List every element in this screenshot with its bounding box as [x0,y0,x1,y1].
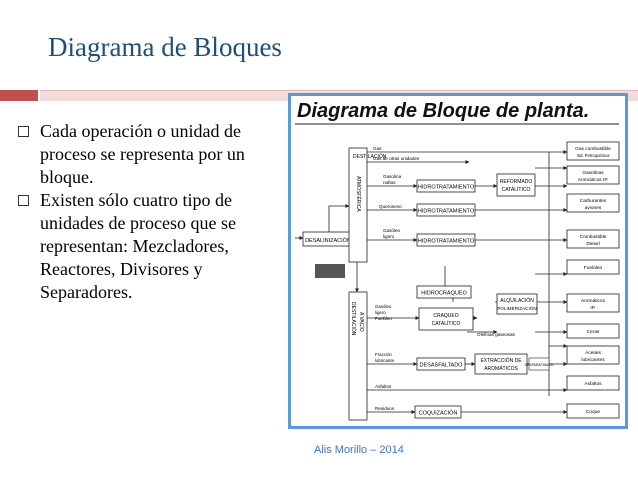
extraccion-label-2: AROMÁTICOS [484,365,518,372]
product-ceras: Ceras [587,329,600,335]
figure-title: Diagrama de Bloque de planta. [297,100,590,122]
bullet-text: Cada operación o unidad de proceso se re… [40,121,245,187]
product-box-asfaltos [566,375,620,391]
product-box-gasolinas [566,165,620,185]
slide-title: Diagrama de Bloques [48,32,282,62]
hidrotratamiento-block-1 [416,179,476,193]
extraccion-label-1: EXTRACCIÓN DE [480,357,522,364]
square-bullet-icon [18,195,29,206]
product-gas-2: Ind. Petroquímica [577,153,610,158]
stream-gas: Gas [373,146,382,151]
dest-atm-label: DESTILACIÓN [353,153,387,160]
product-box-diesel [566,229,620,249]
bullet-list: Cada operación o unidad de proceso se re… [16,120,288,304]
stream-gasolina-1: Gasolina [383,174,402,179]
dark-block [315,264,345,278]
stream-queroseno: Queroseno [379,204,402,209]
desparafinado-label: DESPARAFINADO [525,363,554,367]
stream-gasoleo-pesado-1: Gasóleo [375,304,392,309]
desalinizacion-label: DESALINIZACIÓN [305,237,351,244]
stream-gasoleo-pesado-3: Fuelóleo [375,316,392,321]
stream-gasoleo-2: ligero [383,234,395,239]
product-gasolinas-2: Aromáticos IP. [578,177,609,183]
stream-residuos: Residuos [375,406,395,411]
stream-olefinas: Olefinas gaseosas [477,332,515,337]
stream-gasoleo-1: Gasóleo [383,228,401,233]
product-gasolinas-1: Gasolinas [582,170,604,176]
square-bullet-icon [18,126,29,137]
product-coque: Coque [586,409,600,415]
slide-footer: Alis Morillo – 2014 [314,444,404,456]
product-carburantes-1: Carburantes [580,198,607,204]
dest-atm-label-2: ATMOSFÉRICA [355,176,362,212]
product-diesel-2: Diesel [586,241,599,247]
product-asfaltos: Asfaltos [584,381,602,387]
extraccion-block [474,353,528,375]
reformado-label-2: CATALÍTICO [502,186,531,193]
product-box-gas [566,141,620,161]
hidrotratamiento-block-3 [416,233,476,247]
stream-asfaltos: Asfaltos [375,384,392,389]
coquizacion-block [414,405,462,419]
stream-gasolina-2: naftas [383,180,396,185]
hidrotratamiento-label-3: HIDROTRATAMIENTO [418,239,475,245]
desasfaltado-label: DESASFALTADO [420,363,464,369]
craqueo-label-1: CRAQUEO [433,313,458,319]
product-gas-1: Gas combustible [575,146,611,152]
reformado-label-1: REFORMADO [500,179,533,185]
product-aromaticos-2: IP. [590,305,595,311]
craqueo-label-2: CATALÍTICO [432,320,461,327]
stream-fraccion-2: lubricante [375,358,395,363]
atmospheric-column [348,147,368,263]
title-rule-accent [0,90,38,101]
reformado-block [496,173,536,197]
product-aceites-2: lubricantes [581,357,605,363]
desparafinado-block [528,357,550,371]
desasfaltado-block [416,357,466,371]
product-aceites-1: Aceites [585,350,601,356]
hidrotratamiento-label-2: HIDROTRATAMIENTO [418,209,475,215]
dest-vac-label: DESTILACIÓN [350,302,357,336]
alquilacion-label-2: POLIMERIZACIÓN [497,305,536,311]
block-diagram: DESALINIZACIÓN DESTILACIÓN ATMOSFÉRICA D… [295,123,620,421]
stream-gasoleo-pesado-2: ligero [375,310,386,315]
product-diesel-1: Combustible [580,234,607,240]
product-aromaticos-1: Aromáticos [581,298,606,304]
product-box-aromaticos [566,293,620,313]
bullet-item: Existen sólo cuatro tipo de unidades de … [16,189,288,304]
stream-gas-unidades: Gas de otras unidades [373,156,420,161]
hidrotratamiento-block-2 [416,203,476,217]
product-box-ceras [566,323,620,339]
product-fueloleo: Fuelóleo [584,265,603,271]
hidrotratamiento-label-1: HIDROTRATAMIENTO [418,185,475,191]
product-box-carburantes [566,193,620,213]
block-diagram-figure: Diagrama de Bloque de planta. [288,93,628,429]
bullet-item: Cada operación o unidad de proceso se re… [16,120,288,189]
product-box-aceites [566,345,620,365]
dest-vac-label-2: A VACÍO [358,312,365,332]
alquilacion-block [496,293,538,315]
hidrocraqueo-label: HIDROCRAQUEO [421,291,467,297]
product-box-fueloleo [566,259,620,275]
hidrocraqueo-block [416,285,472,299]
vacuum-column [348,291,368,421]
bullet-text: Existen sólo cuatro tipo de unidades de … [40,190,236,302]
product-box-coque [566,403,620,419]
coquizacion-label: COQUIZACIÓN [419,410,458,417]
alquilacion-label-1: ALQUILACIÓN [500,297,534,304]
stream-fraccion-1: Fracción [375,352,392,357]
product-carburantes-2: aviones [585,205,602,211]
craqueo-block [418,307,474,331]
